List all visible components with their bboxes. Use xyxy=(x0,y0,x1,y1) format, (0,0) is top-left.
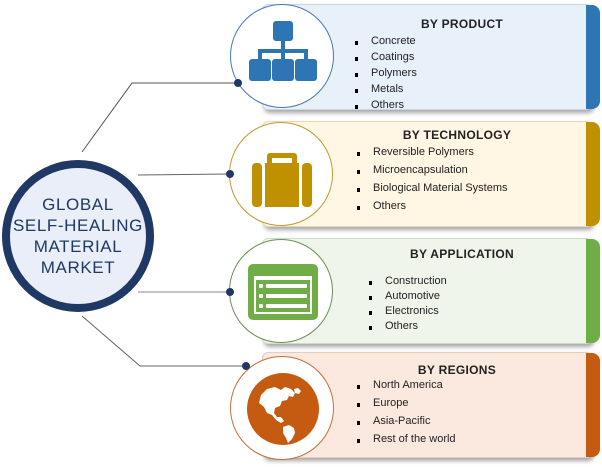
briefcase-icon xyxy=(252,153,312,207)
segment-item: Microencapsulation xyxy=(355,164,508,182)
segment-item: Asia-Pacific xyxy=(355,415,456,433)
card-accent-edge xyxy=(586,239,600,343)
connector-product xyxy=(81,82,238,153)
card-accent-edge xyxy=(586,122,600,226)
hub-title: GLOBAL SELF-HEALING MATERIAL MARKET xyxy=(12,195,143,277)
segment-item-list: Concrete Coatings Polymers Metals Others xyxy=(353,35,417,115)
segment-item: Polymers xyxy=(353,67,417,83)
segment-title: BY TECHNOLOGY xyxy=(402,128,512,142)
card-accent-edge xyxy=(586,353,600,457)
connector-dot xyxy=(234,79,242,87)
segment-title: BY PRODUCT xyxy=(420,17,504,31)
segment-item: Others xyxy=(355,200,508,218)
segment-title: BY REGIONS xyxy=(417,363,497,377)
connector-technology xyxy=(137,173,231,176)
segment-item: Automotive xyxy=(367,290,447,305)
icon-ring-technology xyxy=(229,122,333,226)
segment-item-list: North America Europe Asia-Pacific Rest o… xyxy=(355,379,456,451)
globe-icon xyxy=(247,373,319,445)
segment-item-list: Construction Automotive Electronics Othe… xyxy=(367,275,447,335)
segment-item: Others xyxy=(353,99,417,115)
segment-item: Others xyxy=(367,320,447,335)
icon-ring-regions xyxy=(230,356,334,460)
segment-item: Rest of the world xyxy=(355,433,456,451)
segment-item-list: Reversible Polymers Microencapsulation B… xyxy=(355,146,508,218)
connector-regions xyxy=(81,315,246,367)
card-accent-edge xyxy=(586,5,600,109)
segment-item: Metals xyxy=(353,83,417,99)
hierarchy-icon xyxy=(249,21,317,81)
segment-item: Concrete xyxy=(353,35,417,51)
connector-dot xyxy=(226,288,234,296)
segment-item: North America xyxy=(355,379,456,397)
segment-item: Biological Material Systems xyxy=(355,182,508,200)
connector-dot xyxy=(226,170,234,178)
list-window-icon xyxy=(248,264,318,320)
icon-ring-product xyxy=(230,4,334,108)
segment-item: Electronics xyxy=(367,305,447,320)
connector-dot xyxy=(242,362,250,370)
segment-title: BY APPLICATION xyxy=(410,247,514,261)
segment-item: Construction xyxy=(367,275,447,290)
segment-item: Coatings xyxy=(353,51,417,67)
segment-item: Europe xyxy=(355,397,456,415)
segment-item: Reversible Polymers xyxy=(355,146,508,164)
icon-ring-application xyxy=(229,239,333,343)
market-hub-circle: GLOBAL SELF-HEALING MATERIAL MARKET xyxy=(2,160,154,312)
